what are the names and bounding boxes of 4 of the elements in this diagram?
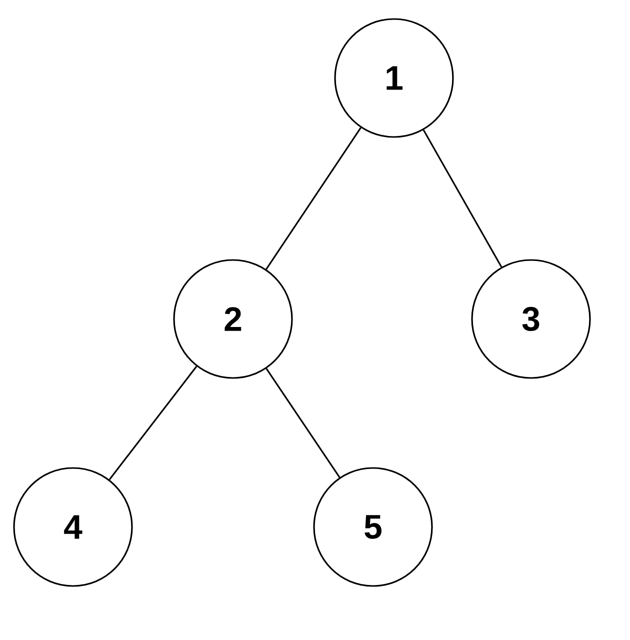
tree-edge [266,368,340,478]
tree-edge [108,366,198,480]
tree-edge [266,127,362,270]
tree-edge [422,130,502,268]
